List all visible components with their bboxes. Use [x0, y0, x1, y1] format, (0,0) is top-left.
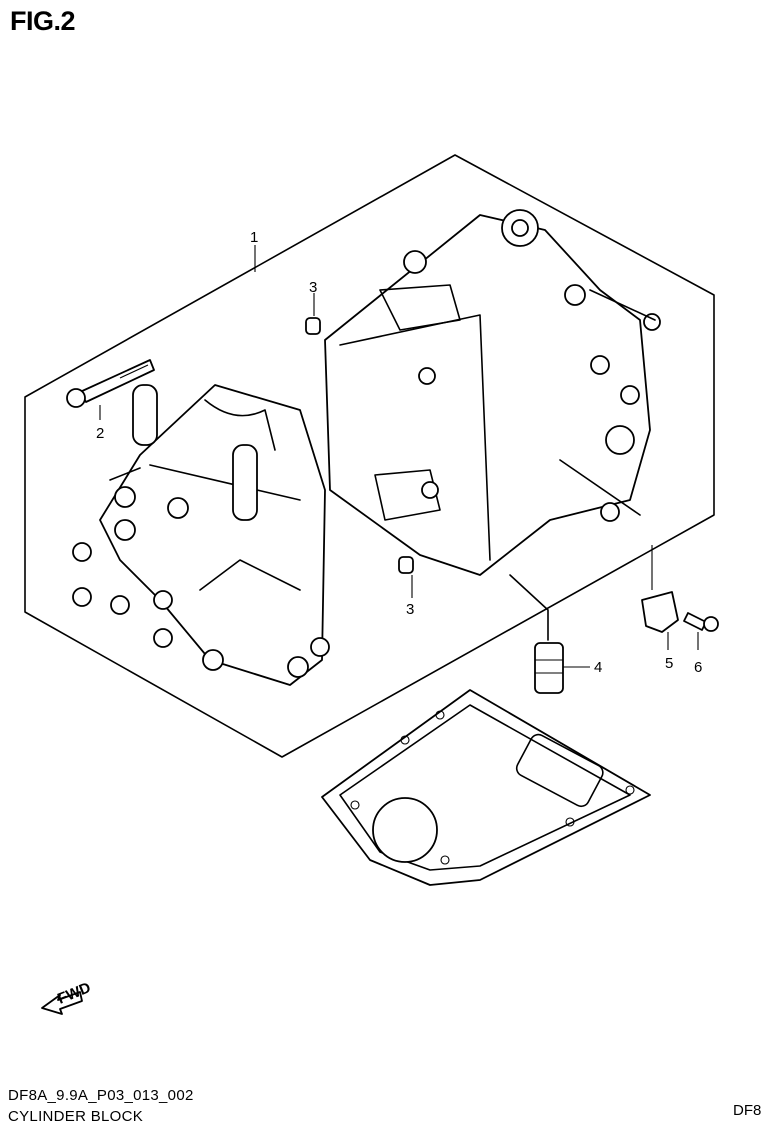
- callout-6: 6: [694, 659, 702, 676]
- callout-2: 2: [96, 425, 104, 442]
- assembly-outline: [24, 154, 715, 758]
- clamp-part-5: [641, 545, 679, 650]
- dowel-pin-top: [305, 293, 321, 335]
- callout-1: 1: [250, 229, 258, 246]
- gasket: [321, 689, 651, 886]
- plug-part-4: [509, 574, 590, 694]
- cylinder-block: [324, 209, 661, 576]
- callout-4: 4: [594, 659, 602, 676]
- drawing-code: DF8A_9.9A_P03_013_002: [8, 1087, 194, 1104]
- fwd-arrow-icon: FWD: [41, 979, 93, 1015]
- crankcase-left: [72, 384, 330, 686]
- callout-5: 5: [665, 655, 673, 672]
- callout-3-bottom: 3: [406, 601, 414, 618]
- drawing-caption: CYLINDER BLOCK: [8, 1108, 144, 1125]
- dowel-pin-bottom: [398, 556, 414, 598]
- page-edge-label: DF8: [733, 1102, 762, 1119]
- figure-title: FIG.2: [10, 6, 76, 36]
- bolt-part-2: [66, 359, 155, 420]
- bolt-part-6: [683, 612, 719, 650]
- callout-3-top: 3: [309, 279, 317, 296]
